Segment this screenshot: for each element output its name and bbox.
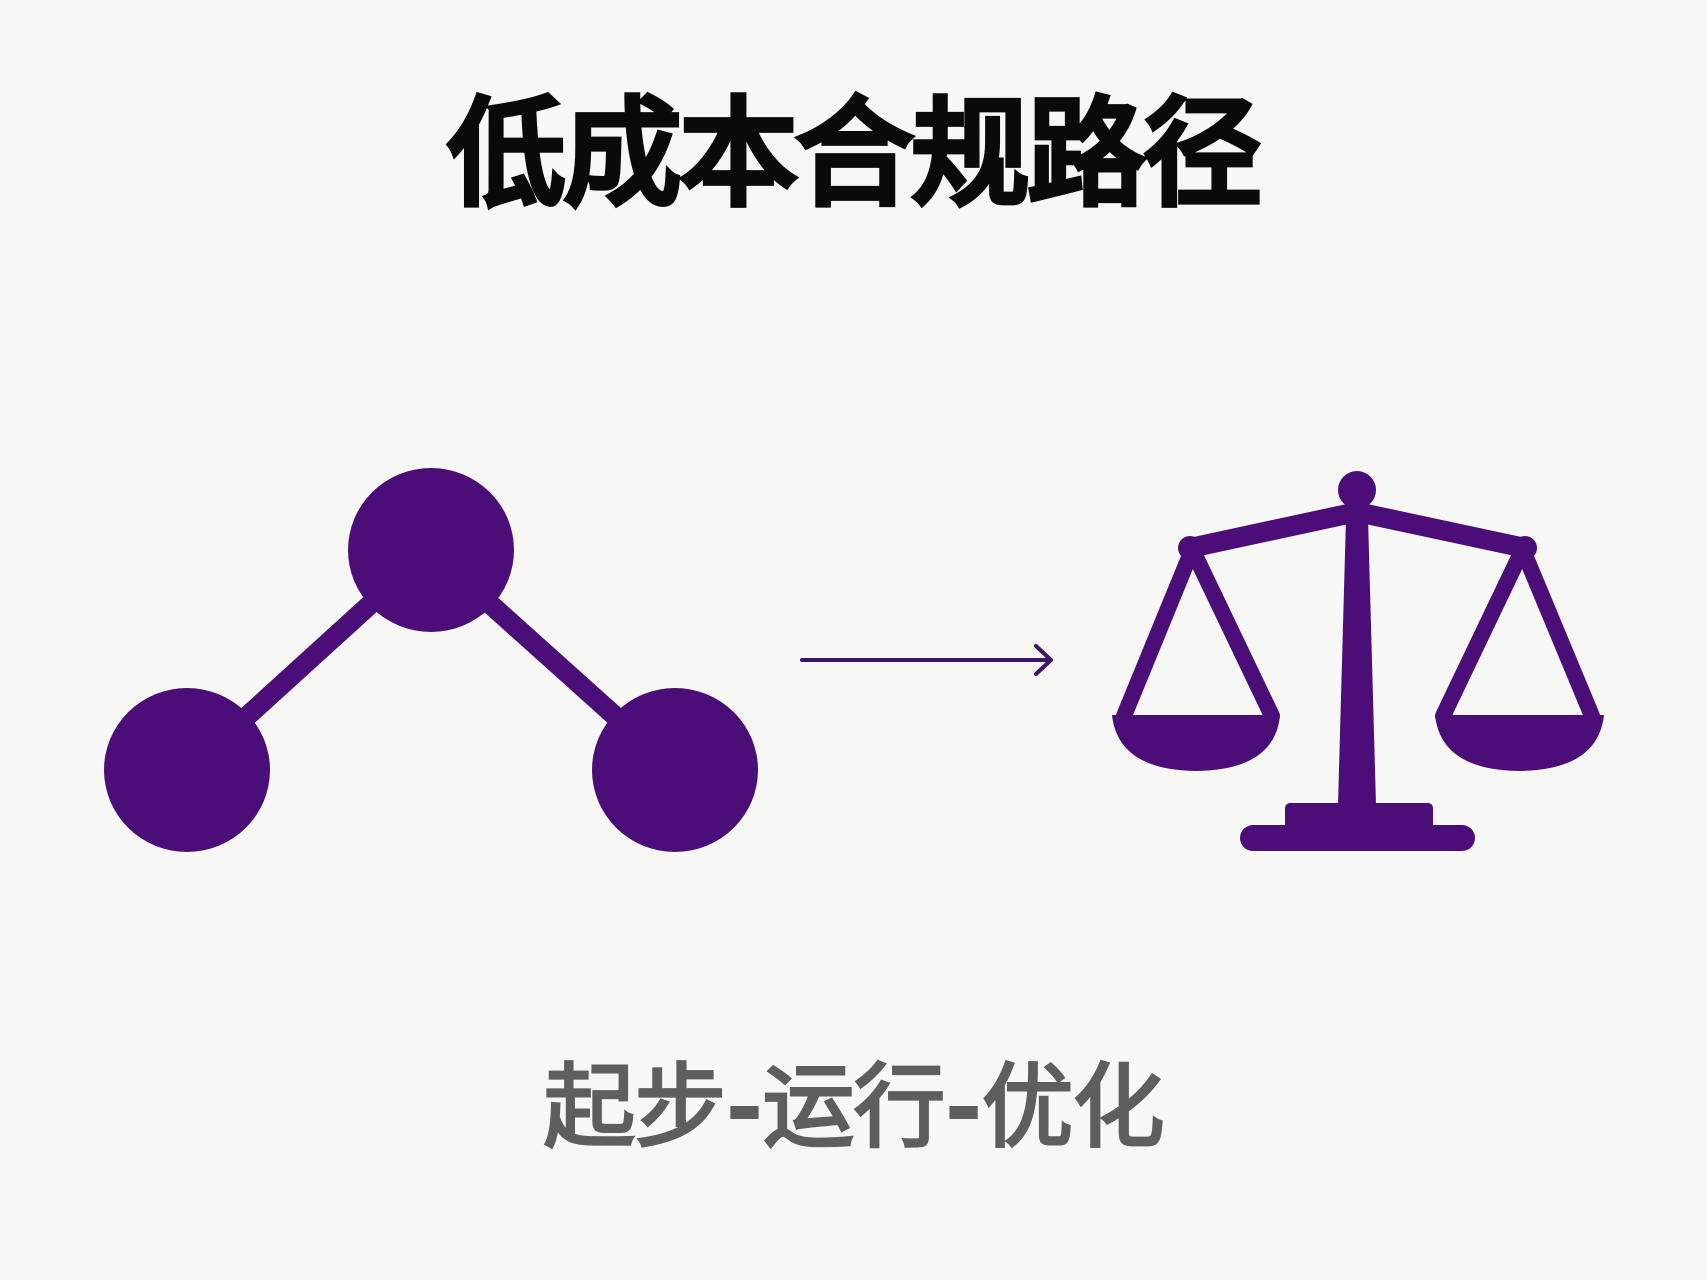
stage-caption: 起步-运行-优化 xyxy=(543,1054,1164,1161)
page-title: 低成本合规路径 xyxy=(446,85,1263,223)
